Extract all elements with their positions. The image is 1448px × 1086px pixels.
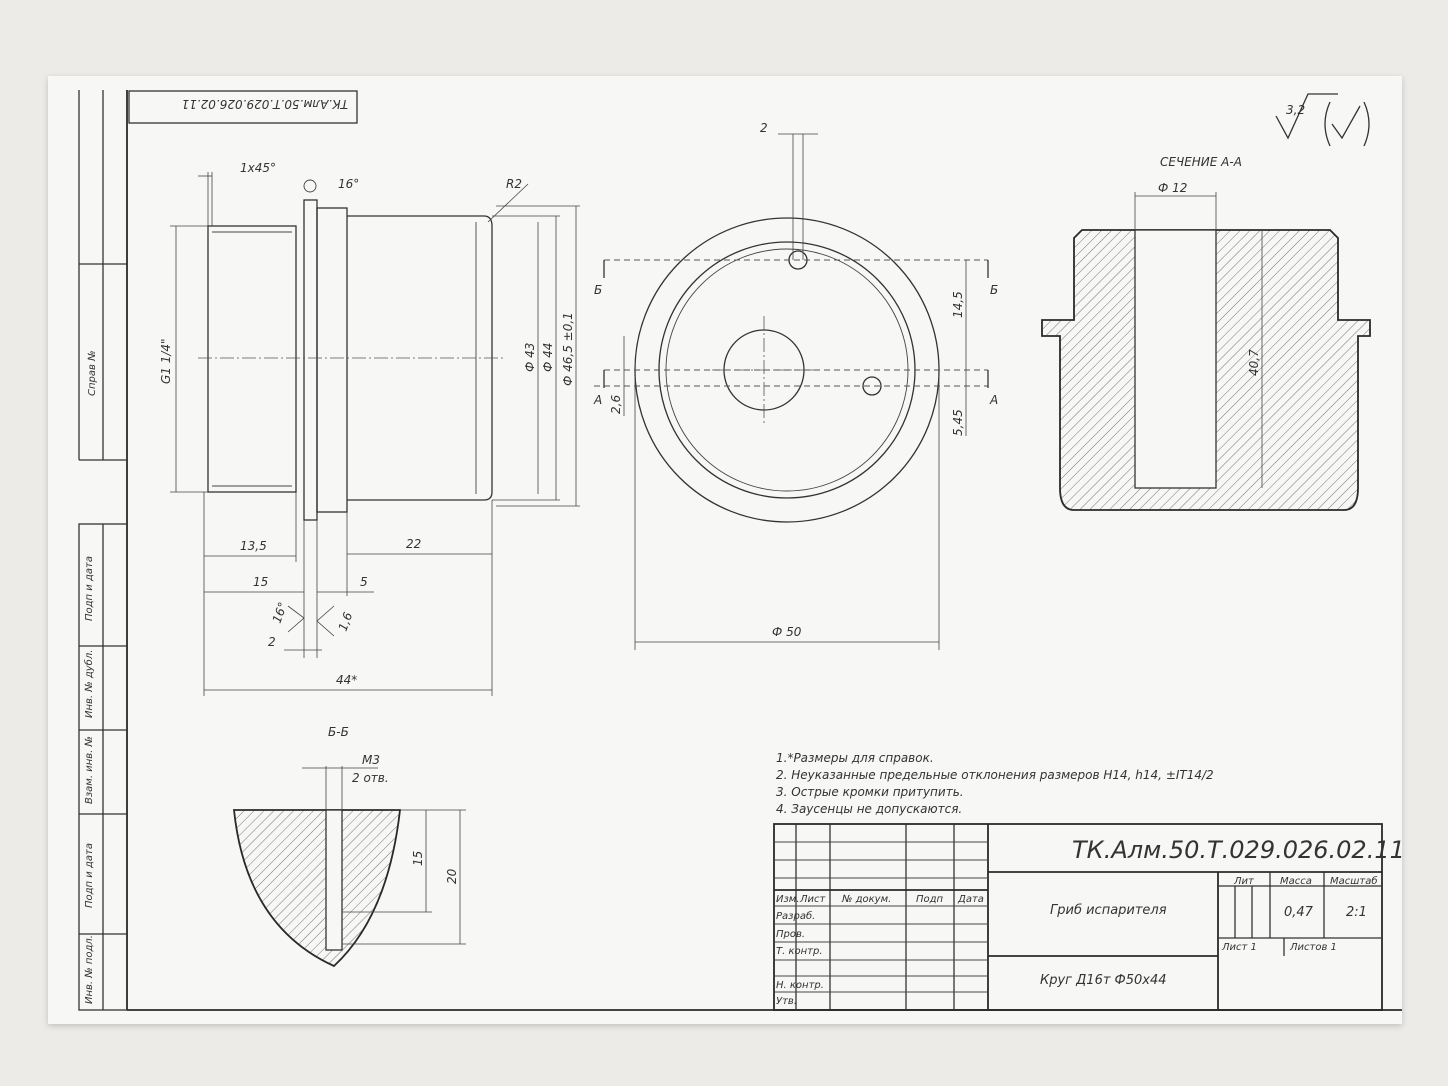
dim-thread: G1 1/4" <box>159 338 173 384</box>
note-2: 2. Неуказанные предельные отклонения раз… <box>776 768 1214 782</box>
side-view: 1х45° 16° R2 G1 1/4" Ф 43 Ф 44 Ф 46,5 ±0… <box>159 161 580 696</box>
strip-label-vzam: Взам. инв. № <box>84 736 95 804</box>
section-bb: Б-Б М3 2 отв. 15 20 <box>233 725 466 968</box>
scale-label: Масштаб <box>1330 875 1378 887</box>
row-utv: Утв. <box>776 996 797 1007</box>
label-b-right: Б <box>990 283 998 297</box>
drawing-canvas: Справ № Подп и дата Инв. № дубл. Взам. и… <box>78 90 1402 1011</box>
sheets-label: Листов 1 <box>1289 942 1337 953</box>
dim-chamfer: 1х45° <box>240 161 276 175</box>
row-razrab: Разраб. <box>776 910 815 922</box>
dim-holes: 2 отв. <box>352 771 389 785</box>
dim-145: 14,5 <box>951 291 965 318</box>
dim-d50: Ф 50 <box>772 625 802 639</box>
left-strip-labels: Справ № Подп и дата Инв. № дубл. Взам. и… <box>83 351 98 1004</box>
rotated-code-stamp: ТК.Алм.50.Т.029.026.02.11 <box>128 90 358 124</box>
section-bb-title: Б-Б <box>328 725 349 739</box>
strip-label-spr: Справ № <box>87 351 98 396</box>
dim-d43: Ф 43 <box>523 343 537 372</box>
lit-label: Лит <box>1233 876 1255 887</box>
label-b-left: Б <box>594 283 602 297</box>
dim-22: 22 <box>406 537 421 551</box>
dim-2-front: 2 <box>760 121 768 135</box>
label-a-left: А <box>593 393 602 407</box>
material: Круг Д16т Ф50х44 <box>1040 973 1167 988</box>
roughness-value: 3,2 <box>1286 103 1305 117</box>
dim-135: 13,5 <box>240 539 267 553</box>
row-nkontr: Н. контр. <box>776 980 824 991</box>
dim-radius: R2 <box>506 177 522 191</box>
dim-angle-top: 16° <box>338 177 359 191</box>
note-3: 3. Острые кромки притупить. <box>776 785 964 799</box>
col-docum: № докум. <box>841 894 891 905</box>
dim-545: 5,45 <box>951 409 965 436</box>
note-4: 4. Заусенцы не допускаются. <box>776 802 962 816</box>
sheet-label: Лист 1 <box>1221 942 1257 953</box>
col-data: Дата <box>957 894 984 905</box>
scale-value: 2:1 <box>1346 905 1367 920</box>
dim-d12: Ф 12 <box>1158 181 1187 195</box>
dim-407: 40,7 <box>1247 349 1261 376</box>
stamp-code-text: ТК.Алм.50.Т.029.026.02.11 <box>182 97 348 111</box>
mass-value: 0,47 <box>1284 905 1314 920</box>
front-view: 2 Б Б А А 14,5 5,45 2,6 Ф 50 <box>593 121 998 650</box>
notes: 1.*Размеры для справок. 2. Неуказанные п… <box>776 751 1214 816</box>
dim-d465: Ф 46,5 ±0,1 <box>561 312 575 386</box>
dim-16: 1,6 <box>336 610 356 633</box>
title-code: ТК.Алм.50.Т.029.026.02.11 <box>1072 836 1402 864</box>
part-name: Гриб испарителя <box>1050 903 1167 918</box>
note-1: 1.*Размеры для справок. <box>776 751 934 765</box>
dim-15-bb: 15 <box>411 851 425 866</box>
strip-label-dubl: Инв. № дубл. <box>83 650 95 718</box>
dim-m3: М3 <box>362 753 380 767</box>
strip-label-podl: Инв. № подл. <box>84 935 95 1004</box>
dim-44: 44* <box>336 673 357 687</box>
roughness-symbol: 3,2 <box>1275 93 1370 147</box>
dim-15: 15 <box>253 575 268 589</box>
section-aa-title: СЕЧЕНИЕ А-А <box>1160 155 1242 169</box>
col-podp: Подп <box>916 894 944 905</box>
dim-5: 5 <box>360 575 368 589</box>
label-a-right: А <box>989 393 998 407</box>
row-prov: Пров. <box>776 929 805 940</box>
section-aa: СЕЧЕНИЕ А-А Ф 12 40,7 <box>1041 155 1371 511</box>
dim-2-side: 2 <box>268 635 276 649</box>
row-tkontr: Т. контр. <box>776 946 823 957</box>
dim-angle-16: 16° <box>270 600 290 625</box>
dim-d44: Ф 44 <box>541 343 555 372</box>
dim-26: 2,6 <box>609 395 623 414</box>
col-izm: Изм. <box>776 894 800 905</box>
strip-label-podp2: Подп и дата <box>84 843 95 908</box>
col-list: Лист <box>799 894 827 905</box>
title-block: Изм. Лист № докум. Подп Дата Разраб. Про… <box>773 823 1402 1011</box>
dim-20-bb: 20 <box>445 868 459 884</box>
drawing-sheet: Справ № Подп и дата Инв. № дубл. Взам. и… <box>48 76 1402 1024</box>
mass-label: Масса <box>1280 876 1312 887</box>
strip-label-podp1: Подп и дата <box>84 556 95 621</box>
